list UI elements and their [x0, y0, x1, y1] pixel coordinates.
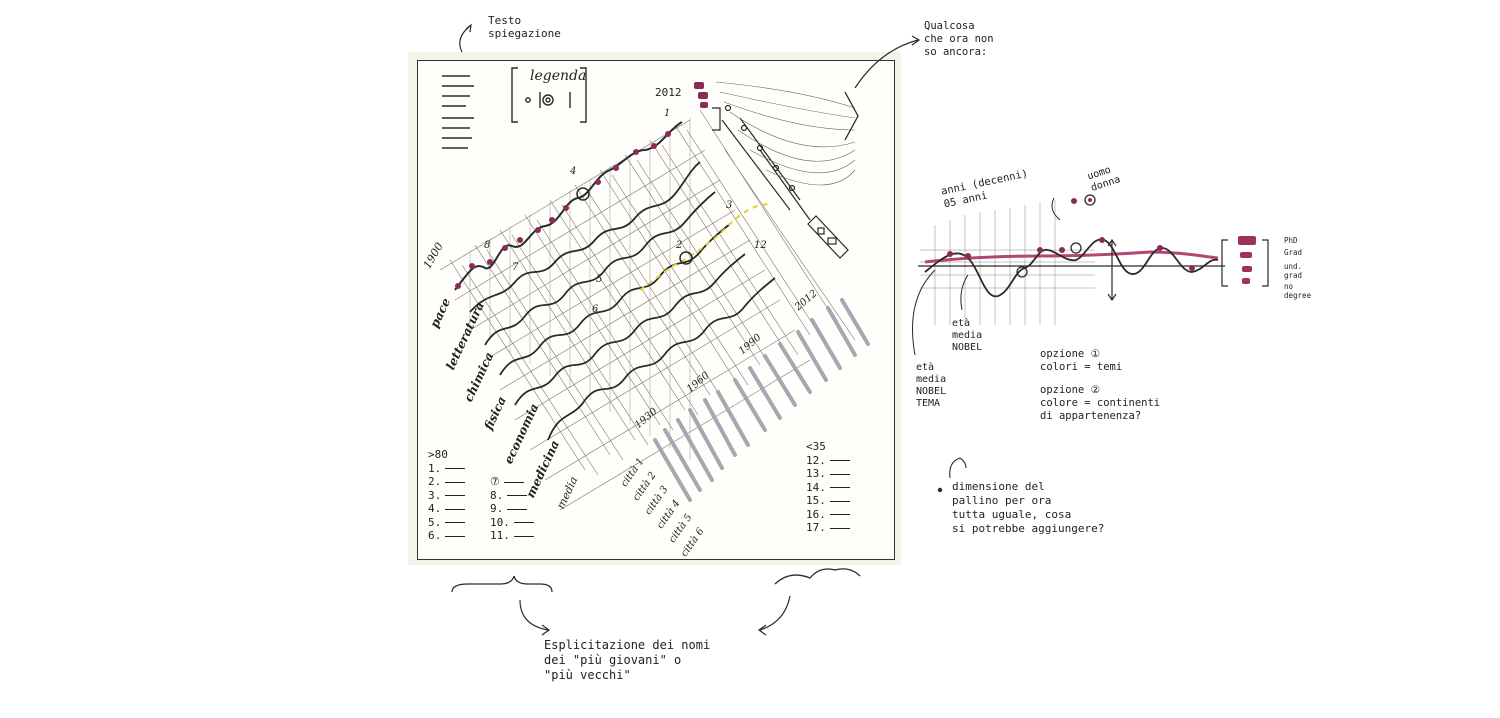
marker-4: 4 [570, 166, 577, 177]
arrow-testo [459, 25, 471, 53]
diagonal-grid [439, 109, 856, 511]
list-older-item-6: 6. [428, 529, 466, 543]
series-letteratura [469, 161, 701, 313]
marker-2: 2 [676, 240, 683, 251]
list-younger-item-17: 17. [806, 521, 850, 535]
right-bracket-markers [712, 104, 811, 221]
list-older: >80 1. 2. 3. 4. 5. 6. [428, 448, 466, 543]
series-fisica [499, 223, 731, 376]
marker-5: 5 [596, 274, 603, 285]
note-dimensione: dimensione del pallino per ora tutta ugu… [952, 480, 1105, 535]
list-older-item-11: 11. [490, 529, 534, 543]
arrow-dimensione [949, 457, 967, 479]
explanation-text-lines [442, 75, 474, 149]
pace-degree-dots [694, 82, 708, 108]
list-older-item-10: 10. [490, 516, 534, 530]
list-younger: <35 12. 13. 14. 15. 16. 17. [806, 440, 850, 535]
side-black-line [924, 238, 1219, 297]
main-frame [417, 60, 895, 560]
pace-dots [455, 131, 671, 289]
list-older-item-7: ⑦ [490, 475, 534, 489]
series-medicina [547, 277, 776, 441]
legend-box [511, 67, 587, 123]
legend-label: legenda [530, 68, 587, 84]
list-younger-header: <35 [806, 440, 826, 453]
marker-1: 1 [664, 108, 671, 119]
arrow-bottom-right [759, 595, 791, 631]
marker-12: 12 [754, 240, 767, 251]
list-younger-item-13: 13. [806, 467, 850, 481]
side-degree-bracket [1221, 239, 1269, 287]
list-younger-item-15: 15. [806, 494, 850, 508]
list-older-item-1: 1. [428, 462, 466, 476]
marker-7: 7 [512, 262, 519, 273]
side-magenta-band [924, 250, 1219, 264]
note-opzione-2: opzione ② colore = continenti di apparte… [1040, 384, 1161, 422]
list-older-item-3: 3. [428, 489, 466, 503]
note-eta-media-nobel: età media NOBEL [952, 318, 983, 353]
year-end: 2012 [655, 86, 682, 99]
note-testo-spiegazione: Testo spiegazione [488, 14, 561, 40]
arrow-qualcosa [854, 39, 919, 89]
list-older-col2: ⑦ 8. 9. 10. 11. [490, 475, 534, 543]
series-economia [514, 253, 746, 406]
series-pace [454, 121, 683, 291]
series-yellow [639, 203, 771, 291]
side-degree-grad: Grad [1284, 248, 1303, 257]
side-chart-grid [920, 200, 1095, 325]
series-chimica [484, 191, 716, 346]
side-degree-markers [1238, 236, 1256, 284]
note-opzione-1: opzione ① colori = temi [1040, 348, 1123, 373]
brace-right [774, 568, 861, 585]
grey-bars [653, 298, 870, 502]
list-older-item-5: 5. [428, 516, 466, 530]
arrow-bottom-left [519, 599, 549, 631]
note-qualcosa: Qualcosa che ora non so ancora: [924, 20, 994, 58]
side-degree-phd: PhD [1284, 236, 1298, 245]
list-older-item-8: 8. [490, 489, 534, 503]
side-degree-undergrad: und. grad [1284, 262, 1303, 280]
list-younger-item-12: 12. [806, 454, 850, 468]
list-older-item-9: 9. [490, 502, 534, 516]
small-legend-box [807, 215, 849, 259]
marker-3: 3 [726, 200, 733, 211]
marker-8: 8 [484, 240, 491, 251]
pace-highlight [576, 187, 590, 201]
brace-left [451, 575, 553, 593]
note-esplicitazione: Esplicitazione dei nomi dei "più giovani… [544, 638, 711, 682]
list-younger-item-16: 16. [806, 508, 850, 522]
marker-6: 6 [592, 304, 599, 315]
list-older-header: >80 [428, 448, 448, 461]
list-younger-item-14: 14. [806, 481, 850, 495]
list-older-item-4: 4. [428, 502, 466, 516]
note-eta-media-nobel-tema: età media NOBEL TEMA [916, 362, 947, 409]
side-degree-none: no degree [1284, 282, 1312, 300]
side-dots [947, 198, 1195, 271]
list-older-item-2: 2. [428, 475, 466, 489]
fan-lines [715, 81, 856, 186]
